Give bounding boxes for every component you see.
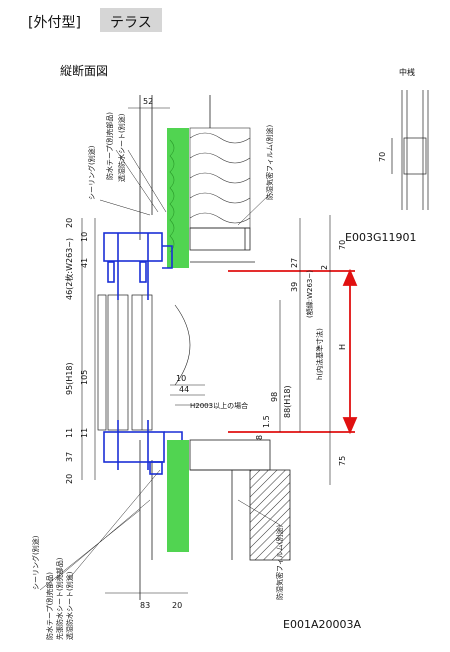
- callout-film-bottom: 防湿気密フィルム(別途): [275, 525, 284, 600]
- dim-h-note: h(内法基準寸法): [315, 328, 324, 380]
- dim-39-right: 39: [290, 282, 299, 292]
- dimension-lines: [81, 107, 331, 594]
- dim-95-left: 95(H18): [65, 362, 74, 395]
- dim-37-left: 37: [65, 452, 74, 462]
- dim-10-center: 10: [176, 374, 186, 383]
- dim-46-left: 46(2枚:W263~): [64, 238, 74, 300]
- dim-88-right: 88(H18): [283, 385, 292, 418]
- header-badge-label: テラス: [110, 15, 152, 31]
- dim-75-right: 75: [338, 456, 347, 466]
- glazing: [97, 294, 153, 431]
- dim-98-right: 98: [270, 392, 279, 402]
- header-badge: テラス: [100, 8, 162, 32]
- figure-code: E001A20003A: [283, 618, 361, 631]
- callout-tape-bottom: 防水テープ(別売部品): [45, 572, 54, 640]
- dim-83: 83: [140, 601, 150, 610]
- dim-20-bottom: 20: [172, 601, 182, 610]
- dim-8-right: 8: [255, 435, 264, 440]
- dim-105-left: 105: [80, 370, 89, 385]
- sash-swing-arc: [174, 304, 191, 386]
- dim-h: H: [338, 344, 347, 350]
- dim-70-right: 70: [338, 240, 347, 250]
- frame-bottom: [103, 420, 183, 475]
- dim-w263-right: (額縁:W263~): [305, 270, 314, 318]
- batt-insulation: [189, 127, 251, 229]
- callout-sheet-bottom-a: 先張防水シート(別売部品): [55, 557, 64, 640]
- dim-52: 52: [143, 97, 153, 106]
- dim-2-right: 2: [320, 265, 329, 270]
- mullion-label: 中桟: [399, 68, 415, 77]
- callout-sheet-bottom-b: 透湿防水シート(別途): [65, 571, 74, 640]
- h2003-note: H2003以上の場合: [190, 401, 248, 410]
- mullion-detail: [391, 90, 429, 210]
- insulation-wave-upper: [169, 139, 175, 253]
- section-title: 縦断面図: [60, 64, 109, 78]
- callout-sealing-bottom: シーリング(別途): [31, 535, 40, 590]
- callout-tape-top: 防水テープ(別売部品): [105, 112, 114, 180]
- callout-sealing-top: シーリング(別途): [87, 145, 96, 200]
- h-arrow: [228, 268, 358, 435]
- header-type-label: [外付型]: [28, 15, 81, 31]
- callout-leaders: [39, 149, 281, 591]
- callout-sheet-top: 透湿防水シート(別途): [117, 113, 126, 182]
- mullion-code: E003G11901: [345, 231, 417, 244]
- dim-11b-left: 11: [80, 428, 89, 438]
- dim-44-center: 44: [179, 385, 189, 394]
- insulation-upper: [167, 128, 189, 268]
- foundation-hatch: [249, 469, 291, 561]
- dim-10-left: 10: [80, 232, 89, 242]
- insulation-lower: [167, 440, 189, 552]
- dim-1.5-right: 1.5: [262, 415, 271, 428]
- dim-20-left-top: 20: [65, 218, 74, 228]
- dim-11a-left: 11: [65, 428, 74, 438]
- dim-41-left: 41: [80, 258, 89, 268]
- dim-27-right: 27: [290, 258, 299, 268]
- dim-20-left-bottom: 20: [65, 474, 74, 484]
- callout-film-top: 防湿気密フィルム(別途): [265, 125, 274, 200]
- mullion-dim-70: 70: [378, 152, 387, 162]
- frame-top: [103, 232, 173, 300]
